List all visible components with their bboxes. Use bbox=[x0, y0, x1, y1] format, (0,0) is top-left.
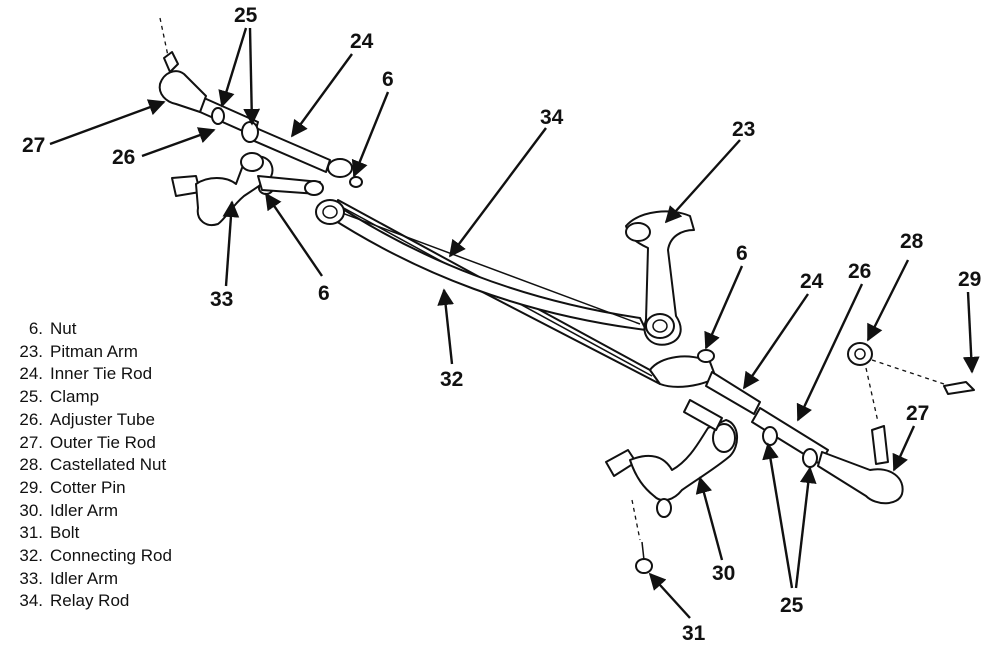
legend-number: 6. bbox=[28, 319, 43, 338]
legend-item: 24. Inner Tie Rod bbox=[4, 363, 172, 386]
legend-item: 33. Idler Arm bbox=[4, 568, 172, 591]
left-idler-arm bbox=[171, 152, 345, 226]
legend-item: 32. Connecting Rod bbox=[4, 545, 172, 568]
legend-item: 25. Clamp bbox=[4, 386, 172, 409]
legend-item: 23. Pitman Arm bbox=[4, 341, 172, 364]
pitman-arm bbox=[625, 210, 695, 346]
legend-number: 23. bbox=[19, 341, 43, 361]
legend-label: Outer Tie Rod bbox=[50, 432, 156, 452]
callout-32: 32 bbox=[440, 368, 463, 391]
legend-number: 32. bbox=[19, 546, 43, 566]
legend-item: 31. Bolt bbox=[4, 522, 172, 545]
legend-label: Clamp bbox=[50, 387, 100, 407]
right-tie-rod-assembly bbox=[649, 349, 904, 505]
legend-number: 24. bbox=[19, 364, 43, 384]
right-idler-arm bbox=[605, 399, 738, 518]
legend-item: 26. Adjuster Tube bbox=[4, 409, 172, 432]
legend-item: 27. Outer Tie Rod bbox=[4, 432, 172, 455]
legend-label: Bolt bbox=[50, 523, 80, 543]
callout-29: 29 bbox=[958, 268, 981, 291]
callout-31: 31 bbox=[682, 622, 706, 645]
legend-label: Inner Tie Rod bbox=[50, 364, 153, 384]
legend-number: 29. bbox=[19, 477, 43, 497]
callout-30: 30 bbox=[712, 562, 735, 585]
callout-26-left: 26 bbox=[112, 146, 135, 169]
callout-24-upper: 24 bbox=[350, 30, 374, 53]
legend-number: 27. bbox=[19, 432, 43, 452]
legend-label: Cotter Pin bbox=[50, 477, 126, 497]
legend-label: Nut bbox=[50, 319, 77, 338]
callout-33: 33 bbox=[210, 288, 233, 311]
legend-label: Relay Rod bbox=[50, 591, 130, 611]
legend-label: Pitman Arm bbox=[50, 341, 138, 361]
legend-label: Adjuster Tube bbox=[50, 409, 155, 429]
legend-number: 28. bbox=[19, 455, 43, 475]
legend-label: Idler Arm bbox=[50, 500, 119, 520]
legend-number: 34. bbox=[19, 591, 43, 611]
callout-6-upper: 6 bbox=[382, 68, 394, 91]
parts-legend: 6. Nut 23. Pitman Arm 24. Inner Tie Rod 25.… bbox=[4, 318, 172, 613]
legend-number: 33. bbox=[19, 568, 43, 588]
legend-item: 34. Relay Rod bbox=[4, 590, 172, 613]
left-tie-rod-assembly bbox=[158, 17, 363, 188]
legend-number: 25. bbox=[19, 387, 43, 407]
castellated-nut bbox=[847, 342, 945, 423]
legend-item: 29. Cotter Pin bbox=[4, 477, 172, 500]
callout-labels: 25 24 6 34 23 27 26 33 6 32 6 24 26 28 2… bbox=[22, 4, 981, 645]
callout-6-right: 6 bbox=[736, 242, 748, 265]
callout-28: 28 bbox=[900, 230, 924, 253]
legend-item: 6. Nut bbox=[4, 318, 172, 341]
cotter-pin bbox=[943, 381, 975, 395]
legend-number: 26. bbox=[19, 409, 43, 429]
legend-item: 28. Castellated Nut bbox=[4, 454, 172, 477]
callout-26-right: 26 bbox=[848, 260, 871, 283]
bolt bbox=[631, 499, 653, 574]
legend-label: Connecting Rod bbox=[50, 546, 172, 566]
legend-item: 30. Idler Arm bbox=[4, 500, 172, 523]
callout-6-lower-left: 6 bbox=[318, 282, 330, 305]
leader-arrows bbox=[49, 27, 980, 619]
callout-25-upper: 25 bbox=[234, 4, 258, 27]
callout-23: 23 bbox=[732, 118, 755, 141]
callout-24-right: 24 bbox=[800, 270, 824, 293]
callout-27-left: 27 bbox=[22, 134, 45, 157]
callout-34: 34 bbox=[540, 106, 564, 129]
legend-number: 30. bbox=[19, 500, 43, 520]
legend-label: Idler Arm bbox=[50, 568, 119, 588]
callout-25-lower: 25 bbox=[780, 594, 804, 617]
legend-label: Castellated Nut bbox=[50, 455, 167, 475]
legend-number: 31. bbox=[19, 523, 43, 543]
callout-27-right: 27 bbox=[906, 402, 929, 425]
